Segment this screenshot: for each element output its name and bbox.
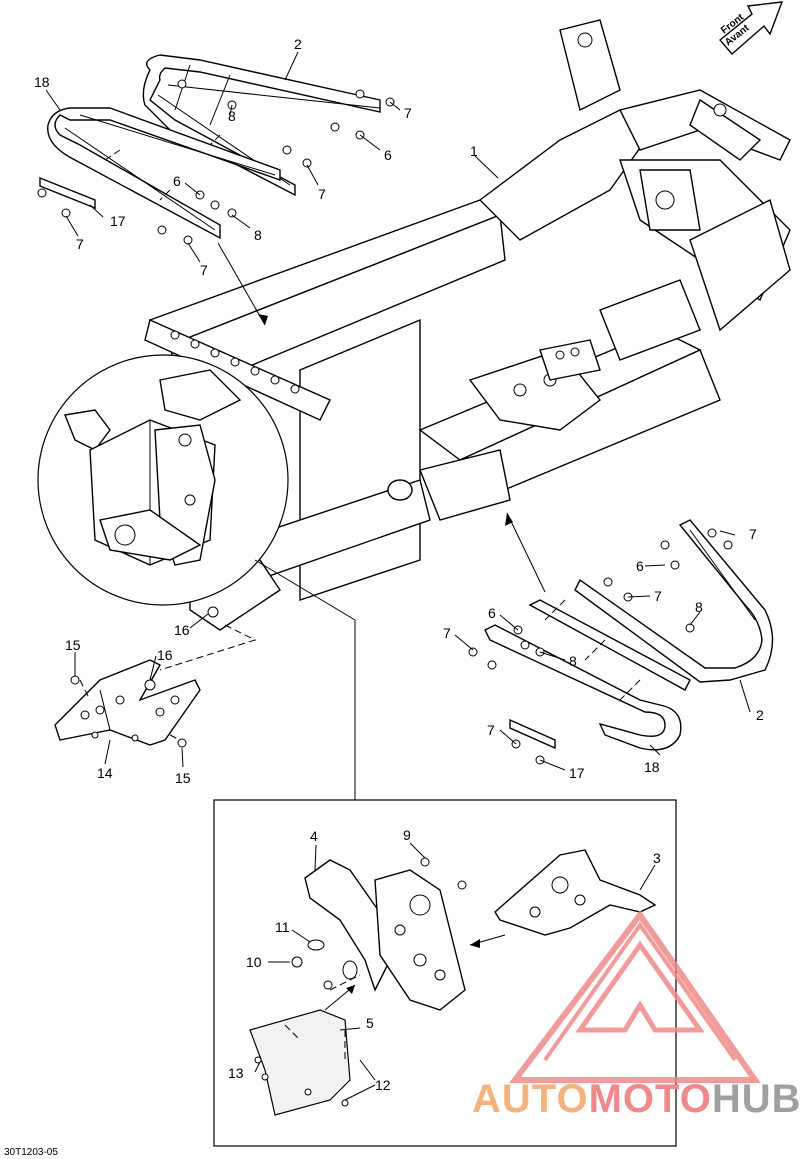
callout-16: 16 <box>157 647 173 663</box>
main-frame <box>144 19 791 631</box>
callout-7: 7 <box>654 588 662 604</box>
callout-11: 11 <box>275 919 290 935</box>
callout-18: 18 <box>644 759 660 775</box>
callout-7: 7 <box>404 105 412 121</box>
callout-15: 15 <box>65 637 81 653</box>
callout-13: 13 <box>228 1065 244 1081</box>
callout-7: 7 <box>443 625 451 641</box>
rear-tube-rack-bottom <box>468 512 774 765</box>
callout-6: 6 <box>384 147 392 163</box>
callout-14: 14 <box>97 765 113 781</box>
callout-16: 16 <box>174 622 190 638</box>
skid-plate-inset <box>213 559 677 1147</box>
front-direction-badge: Front Avant <box>719 1 784 55</box>
callout-6: 6 <box>173 173 181 189</box>
callout-7: 7 <box>76 236 84 252</box>
callout-7: 7 <box>200 262 208 278</box>
callout-6: 6 <box>636 558 644 574</box>
leader-lines <box>45 51 751 1101</box>
callout-7: 7 <box>487 722 495 738</box>
callout-7: 7 <box>749 526 757 542</box>
reference-code: 30T1203-05 <box>4 1147 58 1158</box>
callout-2: 2 <box>756 707 764 723</box>
callout-15: 15 <box>175 770 191 786</box>
callout-8: 8 <box>695 599 703 615</box>
callout-3: 3 <box>653 850 661 866</box>
callout-4: 4 <box>310 828 318 844</box>
rear-tube-rack-top <box>37 54 395 326</box>
callout-18: 18 <box>34 74 50 90</box>
watermark-auto: AUTOMOTOHUB <box>472 1077 800 1121</box>
callout-10: 10 <box>246 954 262 970</box>
callout-2: 2 <box>294 36 302 52</box>
callout-12: 12 <box>375 1077 391 1093</box>
callout-1: 1 <box>470 143 478 159</box>
zoom-detail-circle <box>37 354 289 606</box>
callout-6: 6 <box>488 605 496 621</box>
callout-numbers: 2 18 1 7 8 6 7 6 8 17 7 7 7 6 7 8 6 7 8 … <box>34 36 764 1093</box>
callout-17: 17 <box>569 765 585 781</box>
triangle-logo-icon <box>508 909 761 1083</box>
watermark: AUTOMOTOHUB <box>472 909 800 1121</box>
arrow-icon <box>719 1 784 55</box>
callout-9: 9 <box>403 827 411 843</box>
callout-17: 17 <box>110 213 126 229</box>
callout-5: 5 <box>366 1015 374 1031</box>
side-bracket-assembly <box>54 606 257 748</box>
callout-8: 8 <box>254 227 262 243</box>
callout-8: 8 <box>569 653 577 669</box>
callout-7: 7 <box>318 186 326 202</box>
callout-8: 8 <box>228 108 236 124</box>
